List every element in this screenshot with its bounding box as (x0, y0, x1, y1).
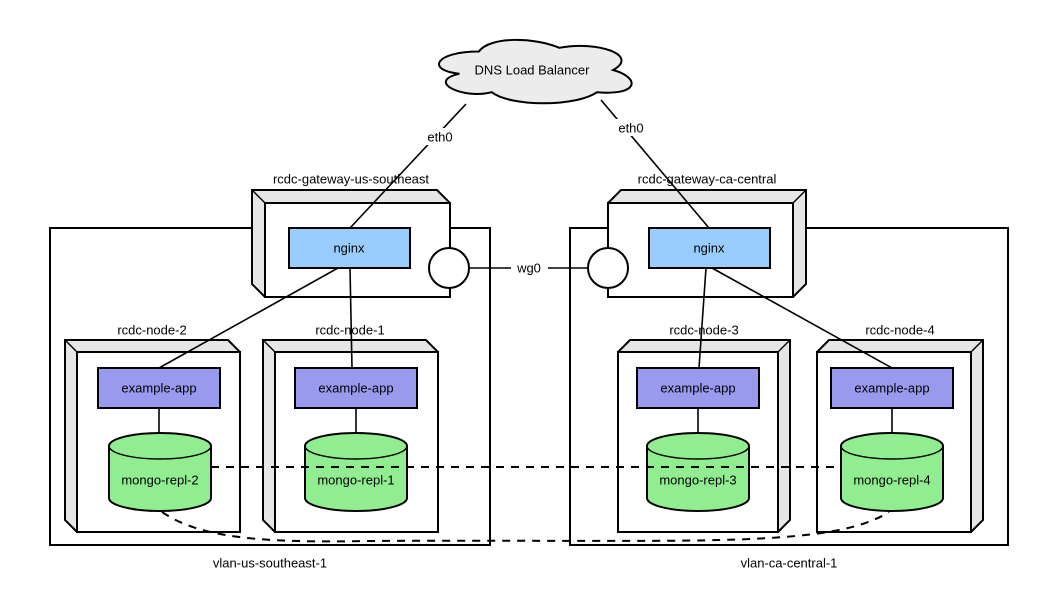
gateway-us-southeast-corner-line (251, 189, 266, 204)
node-4-label: rcdc-node-4 (865, 323, 934, 338)
node-1-label: rcdc-node-1 (315, 323, 384, 338)
node-3-label: rcdc-node-3 (669, 323, 738, 338)
gateway-ca-central: rcdc-gateway-ca-central nginx (607, 172, 807, 298)
wg0-label: wg0 (516, 261, 541, 276)
eth0-right-label: eth0 (618, 121, 643, 136)
replication-curve-link (161, 511, 890, 543)
wg-interface-circle-left (428, 247, 470, 289)
mongo-cylinder-repl1-rim (304, 445, 408, 460)
mongo-repl2-label: mongo-repl-2 (121, 473, 198, 488)
gateway-ca-central-label: rcdc-gateway-ca-central (638, 172, 777, 187)
gateway-ca-central-corner-line (792, 189, 807, 204)
node-2-label: rcdc-node-2 (117, 323, 186, 338)
dns-load-balancer-cloud: DNS Load Balancer (437, 38, 633, 105)
eth0-left-label-bg (424, 128, 457, 145)
vlan-us-southeast-label: vlan-us-southeast-1 (213, 556, 327, 571)
mongo-cylinder-repl2 (108, 432, 212, 512)
example-app-label-node3: example-app (660, 381, 735, 396)
eth0-left-label: eth0 (427, 130, 452, 145)
node-2-corner-line (64, 339, 78, 353)
mongo-cylinder-repl2-rim (108, 445, 212, 460)
cloud-shape (437, 38, 633, 105)
vlan-ca-central-label: vlan-ca-central-1 (741, 556, 838, 571)
wg-interface-circle-right (587, 247, 629, 289)
example-app-box-node4 (830, 367, 954, 409)
mongo-repl3-label: mongo-repl-3 (659, 473, 736, 488)
nginx-left-to-node1-link (349, 267, 353, 369)
nginx-box-left (288, 227, 411, 269)
node-4-corner-line (970, 339, 984, 353)
node-rcdc-node-3: rcdc-node-3 example-app mongo-repl-3 (617, 323, 791, 533)
node-rcdc-node-1: rcdc-node-1 example-app mongo-repl-1 (262, 323, 439, 533)
eth0-link-left (349, 103, 467, 229)
nginx-box-right (648, 227, 771, 269)
node-rcdc-node-4: rcdc-node-4 example-app mongo-repl-4 (816, 323, 984, 533)
example-app-label-node1: example-app (318, 381, 393, 396)
nginx-left-to-node2-link (158, 267, 339, 369)
eth0-links: eth0 eth0 (349, 99, 710, 229)
nginx-label-left: nginx (333, 241, 365, 256)
nginx-app-links (158, 267, 893, 369)
eth0-right-label-bg (615, 119, 648, 136)
mongo-cylinder-repl3 (646, 432, 750, 512)
node-rcdc-node-2: rcdc-node-2 example-app mongo-repl-2 (64, 323, 241, 533)
nginx-right-to-node3-link (698, 267, 707, 369)
example-app-label-node2: example-app (121, 381, 196, 396)
replication-links (161, 466, 890, 543)
nginx-label-right: nginx (693, 241, 725, 256)
node-1-corner-line (262, 339, 276, 353)
mongo-repl1-label: mongo-repl-1 (317, 473, 394, 488)
example-app-label-node4: example-app (854, 381, 929, 396)
wg0-tunnel: wg0 (428, 247, 629, 289)
example-app-box-node2 (97, 367, 221, 409)
mongo-cylinder-repl1 (304, 432, 408, 512)
cloud-label: DNS Load Balancer (475, 63, 591, 78)
wg0-label-bg (511, 259, 548, 277)
mongo-cylinder-repl3-rim (646, 445, 750, 460)
gateway-us-southeast: rcdc-gateway-us-southeast nginx (251, 172, 451, 298)
mongo-cylinder-repl4 (840, 432, 944, 512)
node-3-corner-line (777, 339, 791, 353)
mongo-repl4-label: mongo-repl-4 (853, 473, 930, 488)
nginx-right-to-node4-link (711, 267, 893, 369)
mongo-cylinder-repl4-rim (840, 445, 944, 460)
example-app-box-node1 (294, 367, 418, 409)
gateway-us-southeast-label: rcdc-gateway-us-southeast (273, 172, 429, 187)
